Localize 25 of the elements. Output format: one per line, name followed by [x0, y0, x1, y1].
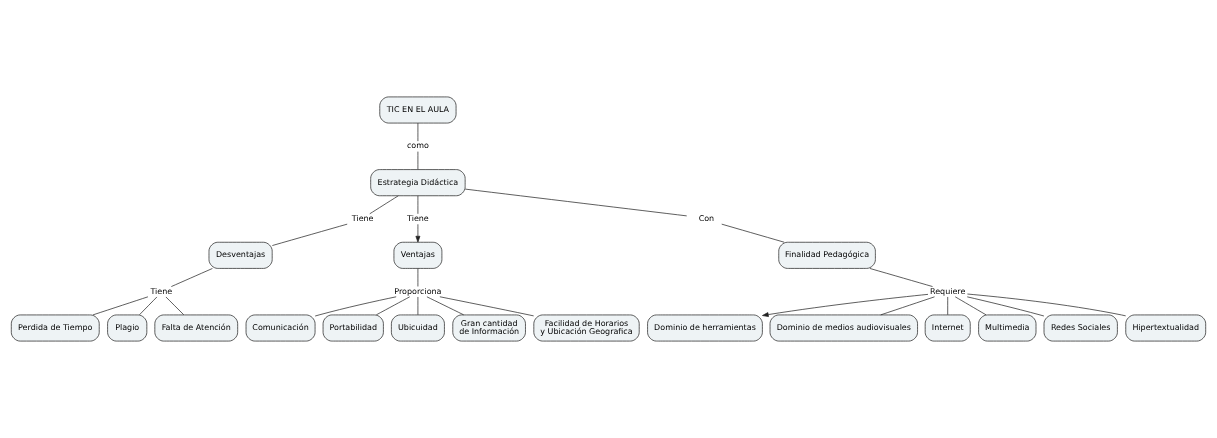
connector	[92, 296, 149, 316]
connector	[417, 122, 419, 142]
arrow	[415, 223, 421, 243]
arrow	[762, 294, 929, 317]
connector	[376, 296, 411, 316]
connector	[170, 268, 213, 287]
connector	[439, 296, 534, 317]
connector	[869, 268, 933, 287]
connector	[880, 296, 935, 316]
connector	[967, 293, 1127, 317]
connector	[139, 296, 158, 316]
connector	[417, 195, 419, 215]
connector	[417, 151, 419, 170]
connector	[417, 296, 419, 316]
connector	[426, 296, 465, 316]
connector	[947, 296, 949, 316]
connector	[954, 296, 987, 316]
connector	[464, 188, 688, 217]
connector	[165, 296, 185, 316]
connector	[966, 296, 1045, 317]
connector	[369, 195, 399, 215]
connector	[314, 296, 397, 317]
connector	[272, 223, 348, 246]
connector	[417, 268, 419, 287]
connector	[721, 223, 785, 243]
